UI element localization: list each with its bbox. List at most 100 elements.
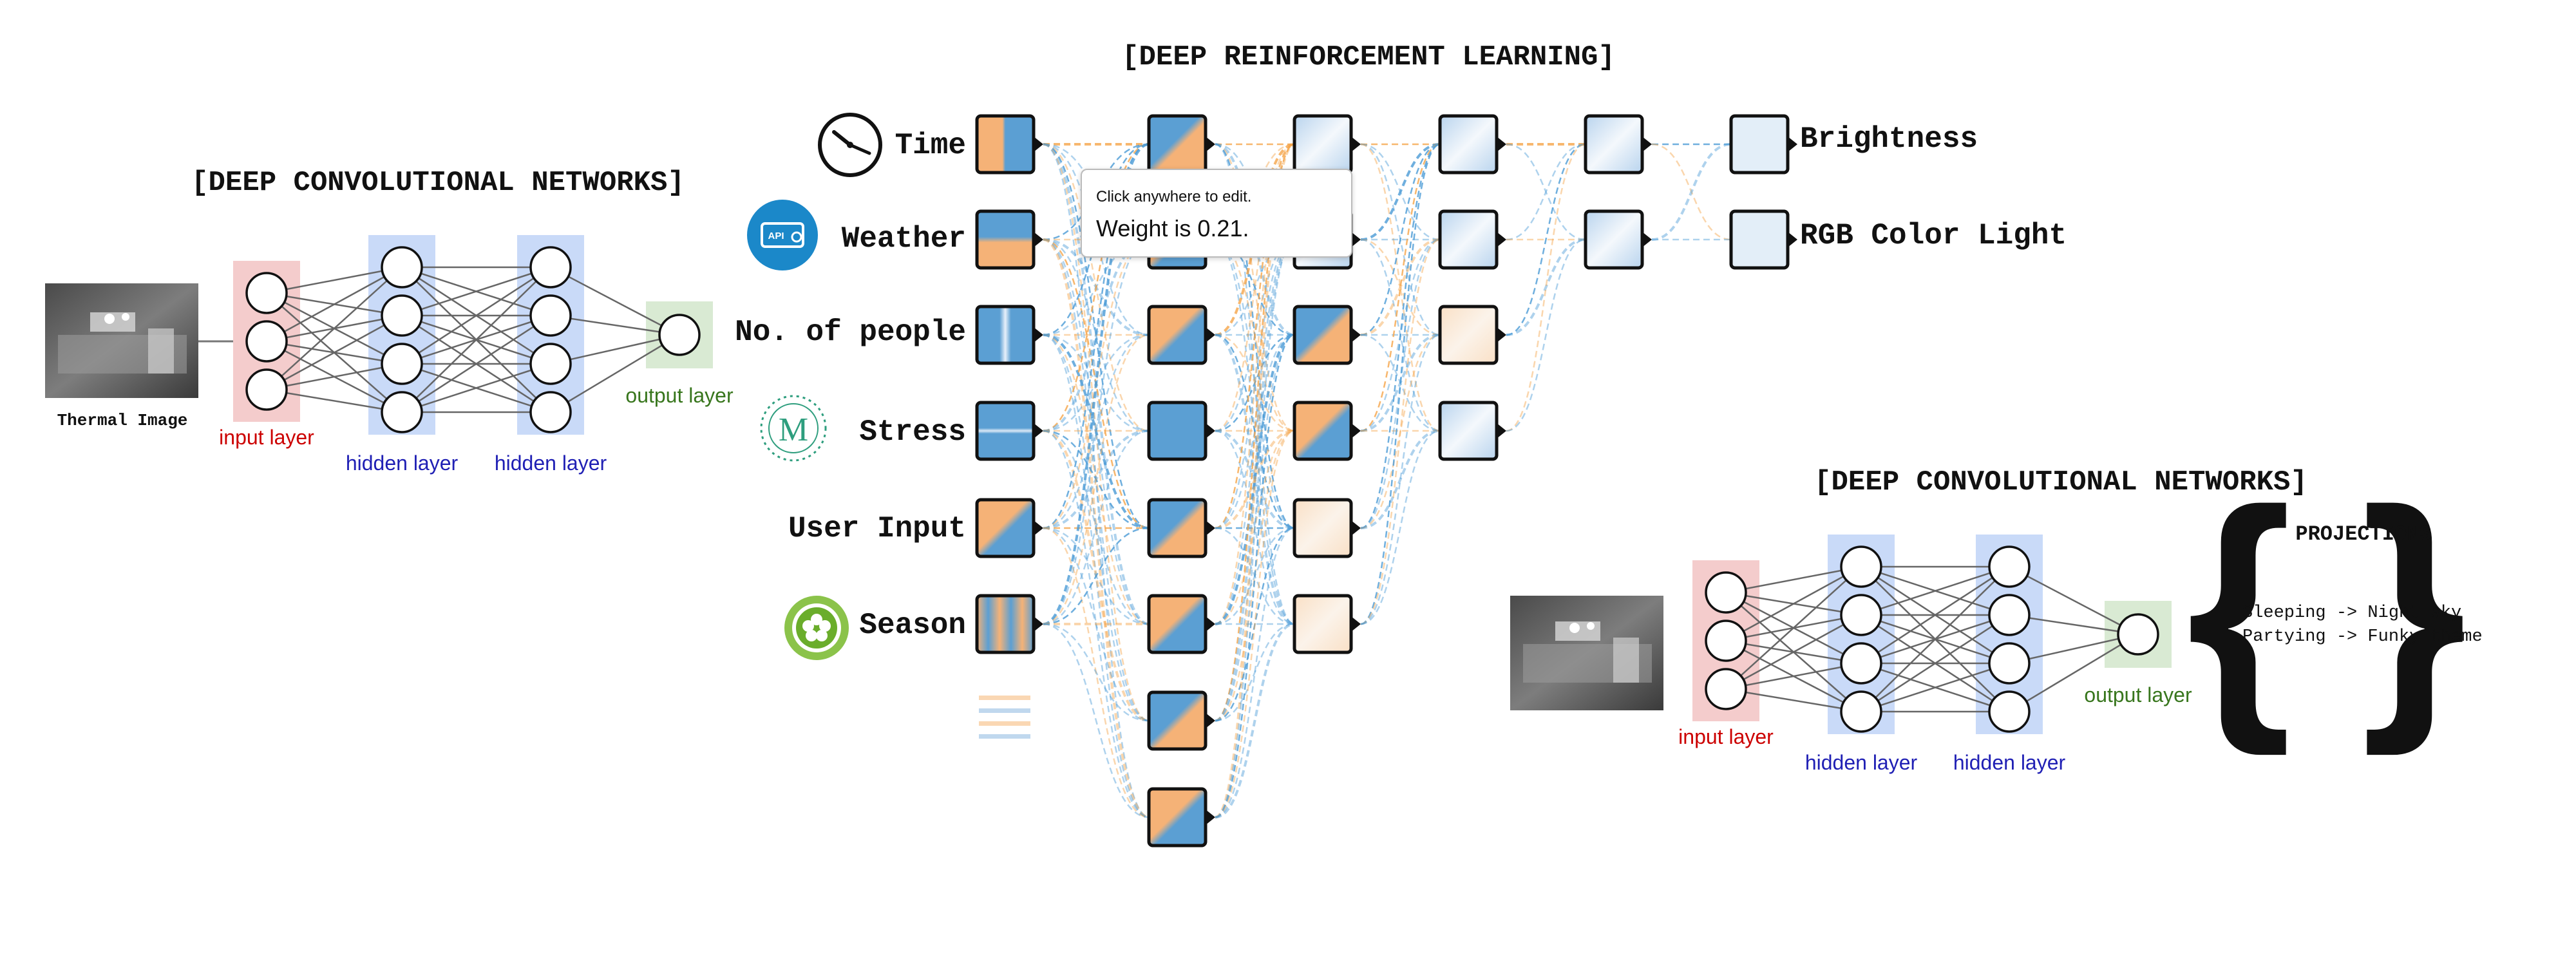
rl-connection[interactable] bbox=[1506, 143, 1586, 336]
rl-connection[interactable] bbox=[1506, 238, 1586, 336]
rl-connection[interactable] bbox=[1360, 430, 1441, 529]
rl-neuron[interactable] bbox=[1293, 305, 1353, 365]
network-node bbox=[1840, 594, 1882, 636]
rl-connection[interactable] bbox=[1215, 430, 1295, 722]
rl-connection[interactable] bbox=[1215, 430, 1295, 819]
rl-connection[interactable] bbox=[1506, 143, 1586, 241]
rl-connection[interactable] bbox=[1043, 143, 1150, 432]
network-node bbox=[381, 246, 423, 289]
network-node bbox=[245, 368, 288, 411]
rl-connection[interactable] bbox=[1360, 334, 1441, 625]
rl-connection[interactable] bbox=[1043, 334, 1150, 529]
rl-connection[interactable] bbox=[1043, 334, 1150, 625]
rl-connection[interactable] bbox=[1215, 334, 1295, 529]
rl-connection[interactable] bbox=[1215, 238, 1295, 722]
rl-neuron[interactable] bbox=[1293, 114, 1353, 175]
rl-connection[interactable] bbox=[1043, 334, 1150, 529]
rl-neuron[interactable] bbox=[1293, 594, 1353, 654]
rl-connection[interactable] bbox=[1215, 527, 1295, 722]
rl-connection[interactable] bbox=[1506, 238, 1586, 432]
rl-connection[interactable] bbox=[1043, 527, 1150, 722]
rl-connection[interactable] bbox=[1215, 430, 1295, 625]
rl-connection[interactable] bbox=[1043, 623, 1150, 819]
rl-connection[interactable] bbox=[1043, 527, 1150, 625]
add-input-lines-icon[interactable] bbox=[979, 696, 1030, 739]
rl-layer-4 bbox=[1438, 114, 1506, 461]
rl-connection[interactable] bbox=[1506, 143, 1586, 432]
rl-connection[interactable] bbox=[1360, 238, 1441, 625]
rl-node-user-input[interactable] bbox=[975, 498, 1036, 558]
rl-connection[interactable] bbox=[1215, 143, 1295, 432]
rl-connection[interactable] bbox=[1360, 143, 1441, 529]
rl-connection[interactable] bbox=[1360, 334, 1441, 529]
rl-connection[interactable] bbox=[1043, 430, 1150, 625]
rl-connection[interactable] bbox=[1215, 623, 1295, 722]
network-node bbox=[1988, 545, 2031, 588]
rl-connection[interactable] bbox=[1215, 527, 1295, 819]
rl-neuron[interactable] bbox=[1293, 498, 1353, 558]
rl-connection[interactable] bbox=[1215, 334, 1295, 432]
rl-neuron[interactable] bbox=[1438, 209, 1499, 270]
rl-connection[interactable] bbox=[1215, 334, 1295, 819]
weight-tooltip[interactable]: Click anywhere to edit. Weight is 0.21. bbox=[1081, 169, 1352, 258]
rl-connection[interactable] bbox=[1043, 238, 1150, 432]
network-edge bbox=[266, 363, 402, 391]
rl-neuron[interactable] bbox=[1584, 114, 1644, 175]
network-node bbox=[2117, 613, 2159, 656]
rl-connection[interactable] bbox=[1215, 238, 1295, 529]
rl-output-rgb[interactable] bbox=[1729, 209, 1790, 270]
rl-connection[interactable] bbox=[1360, 238, 1441, 336]
rl-connection[interactable] bbox=[1043, 430, 1150, 529]
rl-node-season[interactable] bbox=[975, 594, 1036, 654]
rl-connection[interactable] bbox=[1215, 143, 1295, 625]
rl-output-brightness[interactable] bbox=[1729, 114, 1790, 175]
rl-connection[interactable] bbox=[1215, 334, 1295, 529]
rl-connection[interactable] bbox=[1215, 334, 1295, 625]
rl-connection[interactable] bbox=[1215, 334, 1295, 625]
rl-connection[interactable] bbox=[1215, 430, 1295, 529]
rl-neuron[interactable] bbox=[1438, 401, 1499, 461]
rl-connection[interactable] bbox=[1360, 430, 1441, 625]
rl-connection[interactable] bbox=[1043, 238, 1150, 819]
rl-connection[interactable] bbox=[1651, 143, 1732, 241]
rl-connection[interactable] bbox=[1360, 238, 1441, 336]
rl-connection[interactable] bbox=[1651, 143, 1732, 241]
rl-connection[interactable] bbox=[1215, 238, 1295, 819]
rl-connection[interactable] bbox=[1215, 623, 1295, 819]
rl-connection[interactable] bbox=[1506, 143, 1586, 241]
rl-connection[interactable] bbox=[1360, 143, 1441, 625]
rl-neuron[interactable] bbox=[1147, 690, 1208, 751]
rl-connection[interactable] bbox=[1043, 623, 1150, 722]
rl-connection[interactable] bbox=[1360, 143, 1441, 241]
rl-neuron[interactable] bbox=[1584, 209, 1644, 270]
rl-connection[interactable] bbox=[1043, 430, 1150, 529]
rl-neuron[interactable] bbox=[1147, 305, 1208, 365]
rl-neuron[interactable] bbox=[1438, 305, 1499, 365]
rl-neuron[interactable] bbox=[1147, 787, 1208, 848]
rl-connection[interactable] bbox=[1215, 334, 1295, 722]
rl-connection[interactable] bbox=[1360, 238, 1441, 529]
rl-node-weather[interactable] bbox=[975, 209, 1036, 270]
rl-connection[interactable] bbox=[1360, 143, 1441, 432]
network-node bbox=[1988, 642, 2031, 685]
rl-neuron[interactable] bbox=[1147, 594, 1208, 654]
network-edge bbox=[1725, 565, 1862, 594]
rl-connection[interactable] bbox=[1215, 143, 1295, 432]
rl-node-stress[interactable] bbox=[975, 401, 1036, 461]
rl-connection[interactable] bbox=[1215, 430, 1295, 625]
rl-connection[interactable] bbox=[1360, 143, 1441, 336]
network-edge bbox=[401, 266, 551, 365]
rl-connection[interactable] bbox=[1215, 430, 1295, 529]
rl-connection[interactable] bbox=[1360, 143, 1441, 432]
rl-node-people[interactable] bbox=[975, 305, 1036, 365]
rl-node-time[interactable] bbox=[975, 114, 1036, 175]
rl-neuron[interactable] bbox=[1147, 498, 1208, 558]
rl-input-label-stress: Stress bbox=[859, 415, 966, 449]
rl-connection[interactable] bbox=[1043, 527, 1150, 819]
rl-neuron[interactable] bbox=[1293, 401, 1353, 461]
rl-neuron[interactable] bbox=[1438, 114, 1499, 175]
right-cnn-nodes bbox=[1705, 545, 2159, 733]
rl-neuron[interactable] bbox=[1147, 401, 1208, 461]
rl-connection[interactable] bbox=[1215, 143, 1295, 529]
rl-neuron[interactable] bbox=[1147, 114, 1208, 175]
